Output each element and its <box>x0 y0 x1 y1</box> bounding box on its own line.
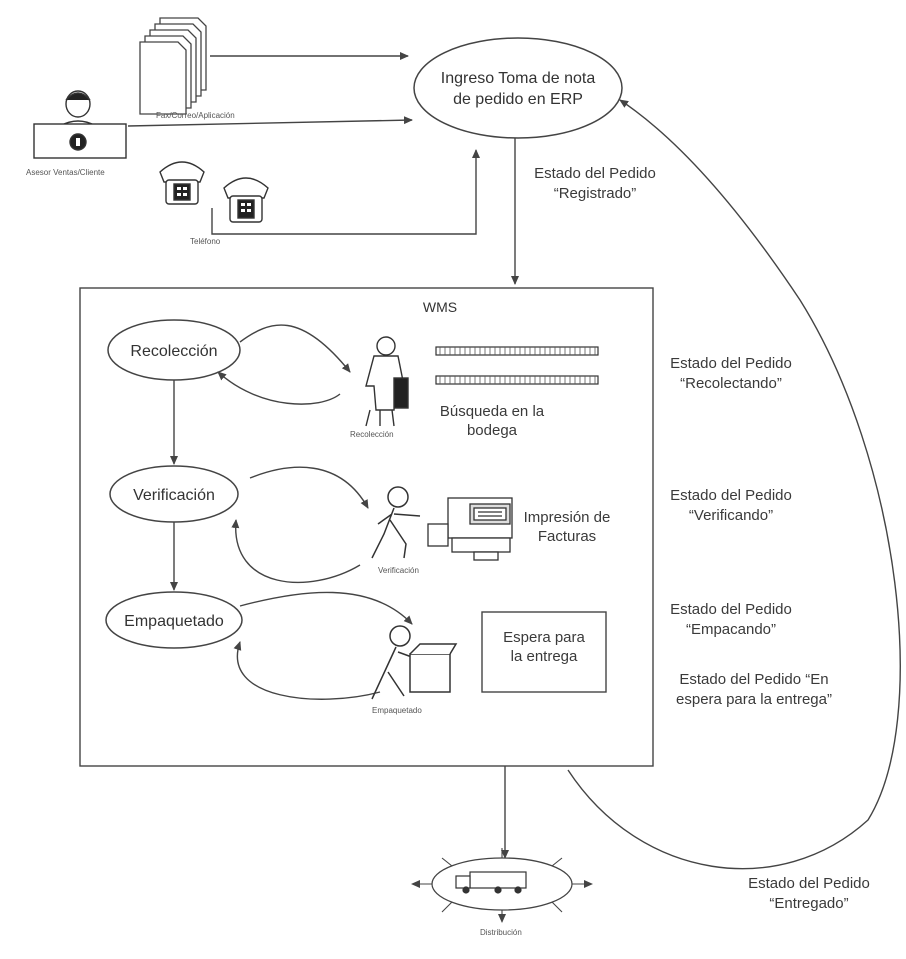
impresion-text: Impresión de Facturas <box>512 508 622 546</box>
status-empacando-line1: Estado del Pedido <box>670 601 792 618</box>
busqueda-line1: Búsqueda en la <box>439 403 545 420</box>
advisor-label: Asesor Ventas/Cliente <box>26 168 105 177</box>
distribucion-rays <box>411 848 593 923</box>
phone-label: Teléfono <box>190 237 221 246</box>
erp-label-line2: de pedido en ERP <box>453 91 583 108</box>
erp-order-node <box>413 37 623 139</box>
status-empacando-line2: “Empacando” <box>685 621 777 638</box>
status-registrado-line1: Estado del Pedido <box>534 165 656 182</box>
status-verificando-line2: “Verificando” <box>688 507 774 524</box>
empaquetado-label: Empaquetado <box>124 613 224 630</box>
fax-label: Fax/Correo/Aplicación <box>156 111 235 120</box>
status-recolectando: Estado del Pedido “Recolectando” <box>646 354 816 394</box>
empaquetado-icon-label: Empaquetado <box>372 706 422 715</box>
phone-icon <box>159 161 205 205</box>
impresion-line1: Impresión de <box>523 509 611 526</box>
status-espera: Estado del Pedido “En espera para la ent… <box>644 670 864 710</box>
recoleccion-icon-label: Recolección <box>350 430 394 439</box>
espera-line1: Espera para <box>503 629 585 646</box>
status-registrado-line2: “Registrado” <box>553 185 637 202</box>
packer-person-icon <box>371 625 458 700</box>
input-arrows <box>127 52 480 235</box>
picker-person-icon <box>365 336 409 427</box>
verificacion-icon-label: Verificación <box>378 566 419 575</box>
wms-title: WMS <box>423 299 457 315</box>
status-registrado: Estado del Pedido “Registrado” <box>520 164 670 204</box>
feedback-loop-arrow <box>567 99 901 870</box>
status-recolectando-line2: “Recolectando” <box>680 375 782 392</box>
status-entregado-line1: Estado del Pedido <box>748 875 870 892</box>
espera-text: Espera para la entrega <box>482 628 606 666</box>
status-verificando: Estado del Pedido “Verificando” <box>646 486 816 526</box>
busqueda-text: Búsqueda en la bodega <box>428 402 556 440</box>
espera-line2: la entrega <box>510 648 578 665</box>
status-recolectando-line1: Estado del Pedido <box>670 355 792 372</box>
espera-box <box>481 611 607 693</box>
status-verificando-line1: Estado del Pedido <box>670 487 792 504</box>
status-entregado-line2: “Entregado” <box>769 895 849 912</box>
shelves-icon <box>435 346 599 385</box>
status-espera-line2: espera para la entrega” <box>676 691 832 708</box>
status-entregado: Estado del Pedido “Entregado” <box>724 874 894 914</box>
printer-icon <box>427 497 513 561</box>
truck-icon <box>455 871 527 894</box>
recoleccion-label: Recolección <box>130 343 217 360</box>
distribucion-label: Distribución <box>480 928 522 937</box>
advisor-desk-icon <box>33 90 127 159</box>
verificacion-label: Verificación <box>133 487 215 504</box>
busqueda-line2: bodega <box>466 422 518 439</box>
erp-label-line1: Ingreso Toma de nota <box>441 70 596 87</box>
documents-icon <box>139 17 207 115</box>
empaquetado-node <box>105 591 243 649</box>
process-loops <box>217 324 413 700</box>
verifier-person-icon <box>371 486 421 559</box>
status-espera-line1: Estado del Pedido “En <box>679 671 829 688</box>
status-empacando: Estado del Pedido “Empacando” <box>646 600 816 640</box>
phone-icon <box>223 177 269 223</box>
impresion-line2: Facturas <box>537 528 597 545</box>
